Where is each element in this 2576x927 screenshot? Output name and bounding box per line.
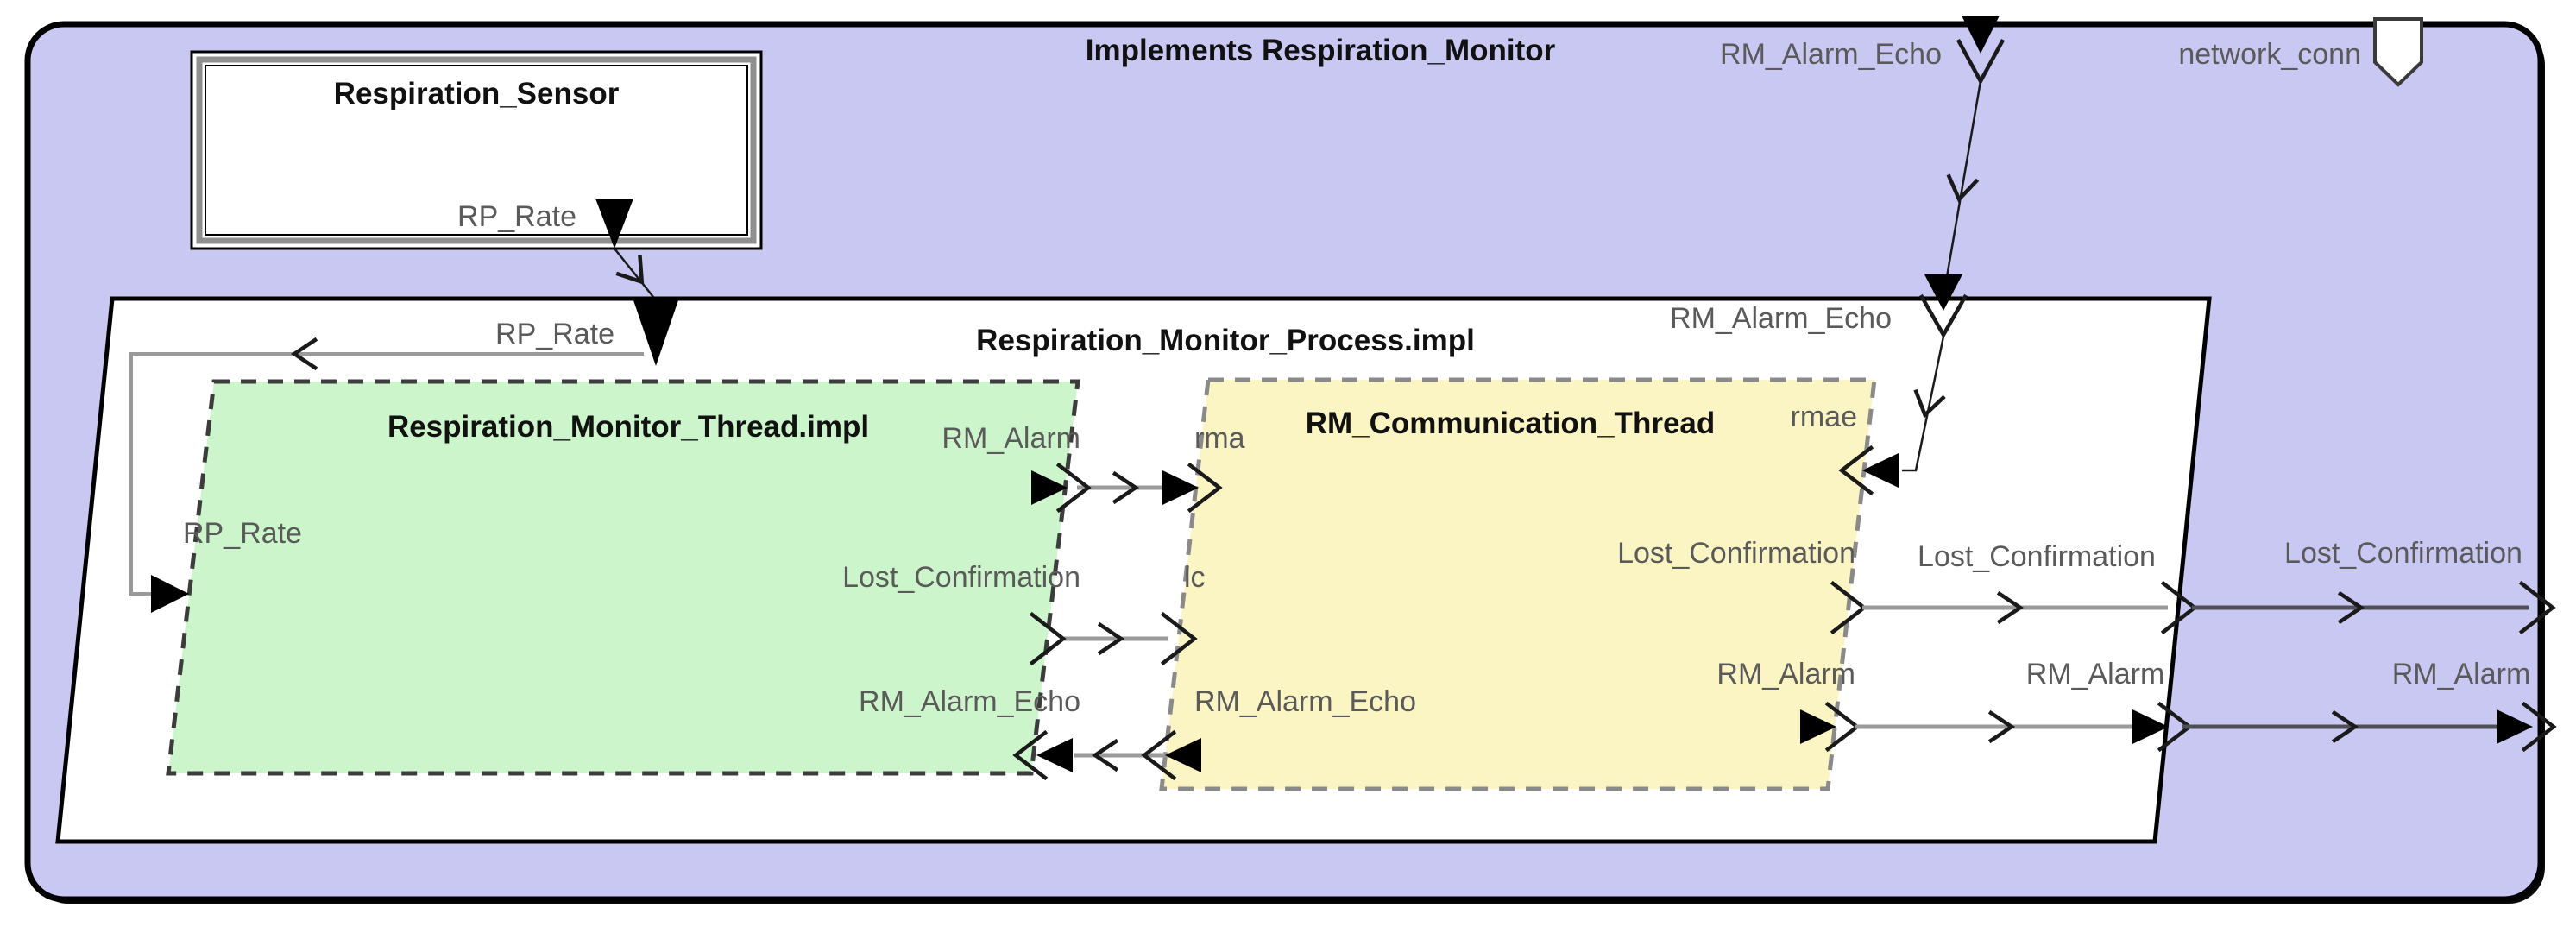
sensor-device[interactable]: Respiration_Sensor RP_Rate [190,50,763,250]
comm-thread-body[interactable] [1159,377,1877,791]
sensor-title: Respiration_Sensor [334,77,620,110]
comm-thread-port-rma[interactable]: rma [1162,422,1245,514]
event-data-port-icon[interactable] [2132,709,2169,744]
comm-thread-port-rm-alarm-echo[interactable]: RM_Alarm_Echo [1141,685,1416,781]
process-port-rp-rate[interactable]: RP_Rate [495,300,678,366]
data-port-icon[interactable] [633,300,678,366]
event-port-chevron-icon [1918,293,1968,339]
comm-thread-lc-label: lc [1184,561,1206,594]
monitor-thread-port-rm-alarm[interactable]: RM_Alarm [942,422,1092,514]
event-port-chevron-icon [1012,729,1049,781]
event-data-port-icon[interactable] [2497,709,2533,744]
comm-thread-port-lc[interactable]: lc [1160,561,1206,666]
system-port-lost-confirmation[interactable]: Lost_Confirmation [2284,537,2556,635]
system-port-rm-alarm-echo[interactable]: RM_Alarm_Echo [1720,16,2006,85]
event-data-port-icon[interactable] [1800,709,1836,744]
flow-arrow-icon [1913,388,1946,419]
connection-sensor-rp-rate[interactable] [614,248,654,298]
flow-arrow-icon [290,337,318,371]
flow-arrow-icon [615,255,645,285]
event-port-icon[interactable] [1160,611,1198,666]
event-port-chevron-icon [2521,701,2557,753]
event-data-port-icon[interactable] [1924,274,1962,311]
comm-thread-rmae-label: rmae [1791,400,1857,433]
event-data-port-icon[interactable] [1036,738,1073,772]
monitor-thread-port-lost-confirmation[interactable]: Lost_Confirmation [842,561,1080,666]
flow-arrow-icon [1112,470,1140,505]
connection-echo-into-process[interactable] [1942,80,1982,298]
event-data-port-icon[interactable] [1031,470,1068,505]
comm-thread-lost-confirmation-label: Lost_Confirmation [1617,537,1855,570]
monitor-thread-lost-confirmation-label: Lost_Confirmation [842,561,1080,594]
monitor-thread-box[interactable]: Respiration_Monitor_Thread.impl [166,379,1080,776]
event-data-port-icon[interactable] [1162,470,1199,505]
sensor-device-bevel [196,56,757,244]
sensor-device-inner-border [205,65,748,236]
event-data-port-icon[interactable] [1862,453,1899,488]
system-lost-confirmation-label: Lost_Confirmation [2284,537,2522,570]
process-title: Respiration_Monitor_Process.impl [976,324,1475,357]
process-port-rm-alarm-echo[interactable]: RM_Alarm_Echo [1670,274,1968,339]
data-port-icon[interactable] [595,199,633,249]
sensor-device-body[interactable] [190,50,763,250]
flow-arrow-icon [2337,590,2365,625]
event-port-chevron-icon [1187,462,1223,514]
event-data-port-icon[interactable] [1962,16,2000,54]
connection-rp-rate-elbow[interactable] [129,352,644,596]
process-rm-alarm-echo-label: RM_Alarm_Echo [1670,302,1892,335]
system-title: Implements Respiration_Monitor [1086,34,1556,67]
connection-echo-to-rmae[interactable] [1902,336,1945,472]
event-port-chevron-icon [1838,445,1874,496]
monitor-thread-body[interactable] [166,379,1080,776]
event-port-icon[interactable] [1029,611,1067,666]
flow-arrow-icon [1946,173,1980,203]
event-port-chevron-icon [1141,729,1177,781]
flow-arrow-icon [1097,621,1125,656]
network-conn-label: network_conn [2178,38,2361,71]
system-port-rm-alarm[interactable]: RM_Alarm [2392,658,2557,753]
event-port-icon[interactable] [2518,580,2556,635]
comm-thread-box[interactable]: RM_Communication_Thread [1159,377,1877,791]
system-port-rm-alarm-echo-label: RM_Alarm_Echo [1720,38,1942,71]
comm-thread-rm-alarm-label: RM_Alarm [1716,658,1855,691]
comm-thread-rm-alarm-echo-label: RM_Alarm_Echo [1194,685,1416,718]
monitor-thread-rp-rate-label: RP_Rate [183,517,302,550]
monitor-thread-port-rm-alarm-echo[interactable]: RM_Alarm_Echo [859,685,1080,781]
flow-arrow-icon [1996,590,2025,625]
monitor-thread-rm-alarm-echo-label: RM_Alarm_Echo [859,685,1080,718]
comm-thread-port-lost-confirmation[interactable]: Lost_Confirmation [1617,537,1867,635]
monitor-thread-port-rp-rate[interactable]: RP_Rate [151,517,302,613]
process-port-lost-confirmation[interactable]: Lost_Confirmation [1918,540,2198,635]
comm-thread-port-rmae[interactable]: rmae [1791,400,1899,496]
event-port-chevron-icon [1055,462,1092,514]
process-rp-rate-label: RP_Rate [495,318,614,350]
comm-thread-port-rm-alarm[interactable]: RM_Alarm [1716,658,1861,753]
process-lost-confirmation-label: Lost_Confirmation [1918,540,2156,573]
comm-thread-rma-label: rma [1194,422,1245,455]
flow-arrow-icon [1987,709,2016,744]
system-feature-network-conn[interactable]: network_conn [2178,17,2423,87]
comm-thread-title: RM_Communication_Thread [1306,407,1716,440]
monitor-thread-rm-alarm-label: RM_Alarm [942,422,1080,455]
system-rm-alarm-label: RM_Alarm [2392,658,2531,691]
monitor-thread-title: Respiration_Monitor_Thread.impl [387,410,869,444]
process-rm-alarm-label: RM_Alarm [2026,658,2165,691]
sensor-rp-rate-label: RP_Rate [457,200,576,233]
data-port-icon[interactable] [151,575,189,613]
bus-access-icon[interactable] [2373,17,2423,87]
event-data-port-icon[interactable] [1165,738,1201,772]
flow-arrow-icon [2331,709,2359,744]
flow-arrow-icon [1091,738,1119,772]
